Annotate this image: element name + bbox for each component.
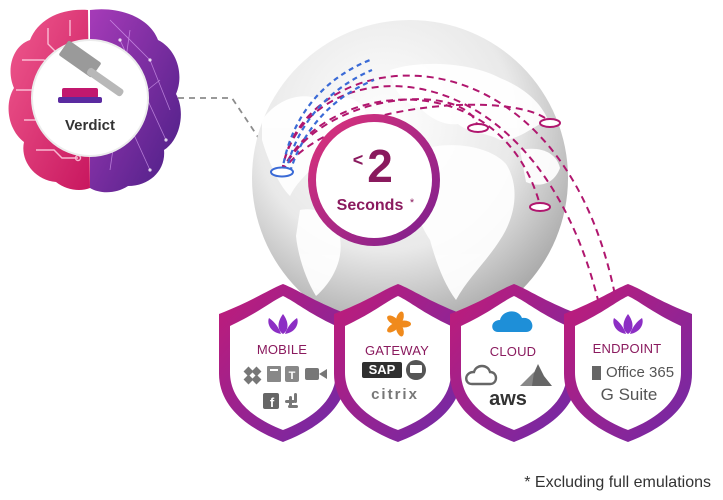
citrix-logo: citrix <box>371 386 419 403</box>
shield-title-cloud: CLOUD <box>489 344 537 359</box>
timer-mark: * <box>410 197 415 209</box>
dropbox-icon <box>243 366 262 385</box>
shield-cloud <box>450 284 578 442</box>
timer-value: 2 <box>367 140 393 192</box>
shield-mobile <box>219 284 347 442</box>
shields-row: Tf <box>219 284 692 442</box>
shield-title-endpoint: ENDPOINT <box>592 341 662 356</box>
gcp-icon <box>465 364 498 386</box>
location-markers <box>270 118 561 212</box>
timer-prefix: < <box>353 150 364 170</box>
marker-2 <box>539 118 561 128</box>
box-icon <box>267 366 281 382</box>
gavel-icon <box>58 40 124 103</box>
cloud-icon <box>492 311 533 332</box>
shield-endpoint <box>564 284 692 442</box>
lotus-icon <box>268 314 298 334</box>
device-icon <box>406 360 426 380</box>
azure-icon <box>520 364 552 386</box>
sap-logo: SAP <box>362 362 402 378</box>
marker-1 <box>467 123 489 133</box>
lotus-icon <box>613 314 643 334</box>
gateway-swirl-icon <box>387 311 411 337</box>
mobile-app-logos: Tf <box>243 366 327 410</box>
marker-3 <box>529 202 551 212</box>
zoom-icon <box>305 368 327 380</box>
svg-text:f: f <box>270 395 275 410</box>
teams-icon: T <box>285 366 299 382</box>
marker-origin <box>270 166 294 178</box>
shield-title-mobile: MOBILE <box>256 342 308 357</box>
verdict-label: Verdict <box>65 117 115 134</box>
timer-unit: Seconds <box>337 197 404 214</box>
verdict-badge: Verdict <box>31 39 149 157</box>
svg-text:T: T <box>289 370 296 382</box>
aws-logo: aws <box>489 388 527 410</box>
slack-icon <box>285 393 298 408</box>
blue-arcs <box>280 58 375 173</box>
shield-title-gateway: GATEWAY <box>365 343 429 358</box>
timer-badge: < 2 Seconds * <box>308 114 440 246</box>
office365-logo: Office 365 <box>605 364 675 381</box>
gsuite-logo: G Suite <box>600 385 658 404</box>
footnote: * Excluding full emulations <box>524 474 711 491</box>
facebook-icon: f <box>263 393 279 410</box>
office-icon <box>592 366 601 380</box>
